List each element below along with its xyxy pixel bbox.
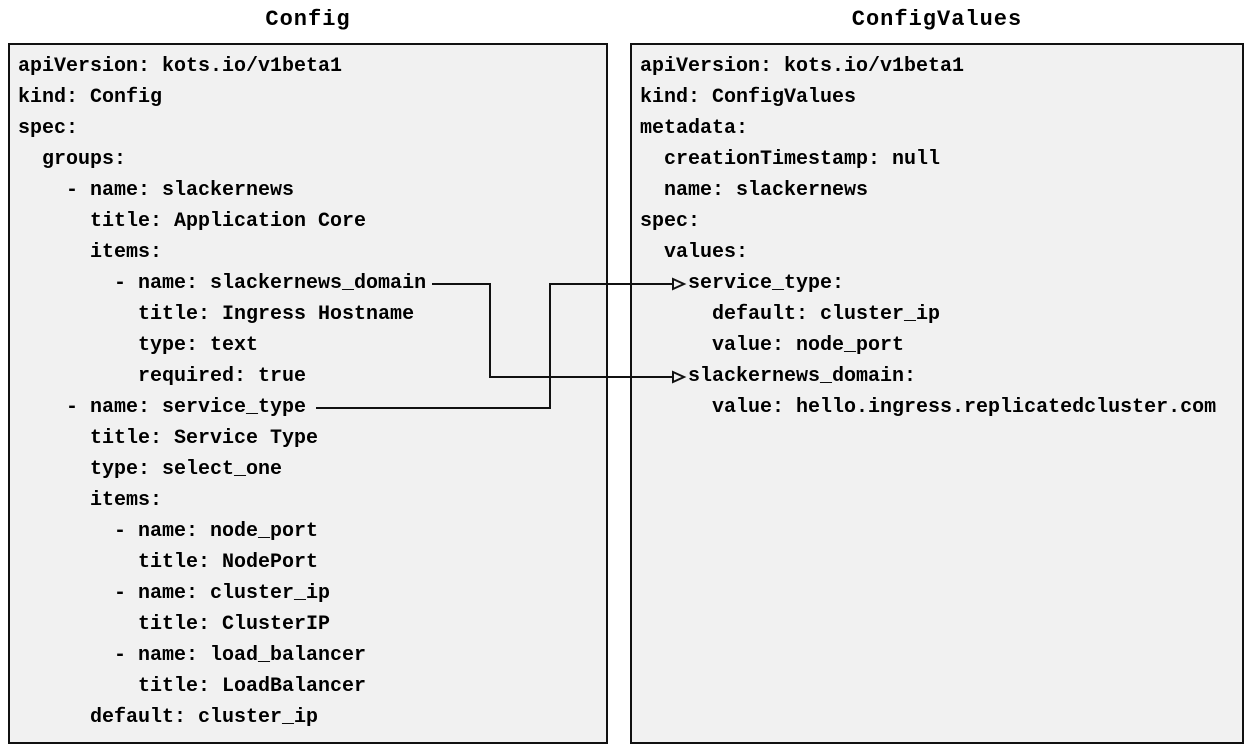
yaml-line-service-type-value: service_type: (640, 272, 845, 295)
yaml-line: title: Ingress Hostname (18, 303, 415, 326)
yaml-line-slackernews-domain-value: slackernews_domain: (640, 365, 917, 388)
yaml-line-service-type: - name: service_type (18, 396, 307, 419)
yaml-line: metadata: (640, 117, 749, 140)
yaml-line: groups: (18, 148, 127, 171)
yaml-line: - name: slackernews (18, 179, 295, 202)
yaml-line: title: ClusterIP (18, 613, 331, 636)
yaml-line: apiVersion: kots.io/v1beta1 (640, 55, 965, 78)
yaml-line: title: LoadBalancer (18, 675, 367, 698)
yaml-line: name: slackernews (640, 179, 869, 202)
yaml-line: - name: node_port (18, 520, 319, 543)
yaml-line: title: Application Core (18, 210, 367, 233)
yaml-line: spec: (18, 117, 79, 140)
yaml-line: items: (18, 489, 163, 512)
yaml-line: - name: cluster_ip (18, 582, 331, 605)
yaml-line: kind: Config (18, 86, 163, 109)
yaml-line: items: (18, 241, 163, 264)
yaml-line: creationTimestamp: null (640, 148, 941, 171)
yaml-line: values: (640, 241, 749, 264)
config-title: Config (265, 7, 351, 32)
config-panel: apiVersion: kots.io/v1beta1 kind: Config… (8, 43, 608, 744)
configvalues-panel: apiVersion: kots.io/v1beta1 kind: Config… (630, 43, 1244, 744)
yaml-line: required: true (18, 365, 307, 388)
yaml-line: kind: ConfigValues (640, 86, 857, 109)
yaml-line: value: node_port (640, 334, 905, 357)
yaml-line: spec: (640, 210, 701, 233)
yaml-line: title: NodePort (18, 551, 319, 574)
yaml-line: default: cluster_ip (640, 303, 941, 326)
yaml-line-slackernews-domain: - name: slackernews_domain (18, 272, 427, 295)
yaml-line: apiVersion: kots.io/v1beta1 (18, 55, 343, 78)
yaml-line: - name: load_balancer (18, 644, 367, 667)
yaml-line: value: hello.ingress.replicatedcluster.c… (640, 396, 1217, 419)
yaml-line: title: Service Type (18, 427, 319, 450)
configvalues-title: ConfigValues (851, 7, 1023, 32)
yaml-line: default: cluster_ip (18, 706, 319, 729)
yaml-line: type: text (18, 334, 259, 357)
yaml-line: type: select_one (18, 458, 283, 481)
